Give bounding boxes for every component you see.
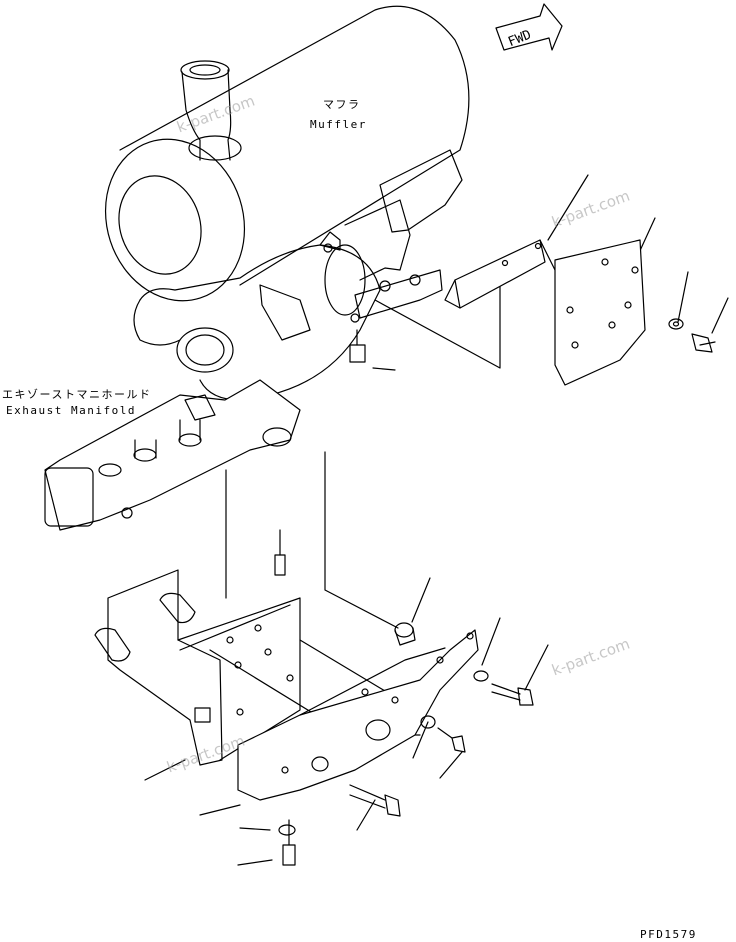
muffler-bracket-plate [554, 239, 646, 386]
muffler-label-en: Muffler [310, 118, 367, 131]
fwd-arrow-icon: FWD [495, 3, 563, 51]
lower-left-bracket [94, 569, 301, 766]
bracket-fasteners [349, 318, 716, 363]
manifold-label-en: Exhaust Manifold [6, 404, 136, 417]
muffler [104, 5, 470, 302]
exhaust-manifold [44, 379, 301, 531]
manifold-label-jp: エキゾーストマニホールド [2, 388, 152, 401]
lower-main-bracket [237, 629, 479, 801]
lower-fasteners [274, 529, 534, 866]
drawing-number: PFD1579 [640, 928, 697, 941]
muffler-label-jp: マフラ [323, 98, 361, 111]
strap-plate [444, 239, 546, 309]
